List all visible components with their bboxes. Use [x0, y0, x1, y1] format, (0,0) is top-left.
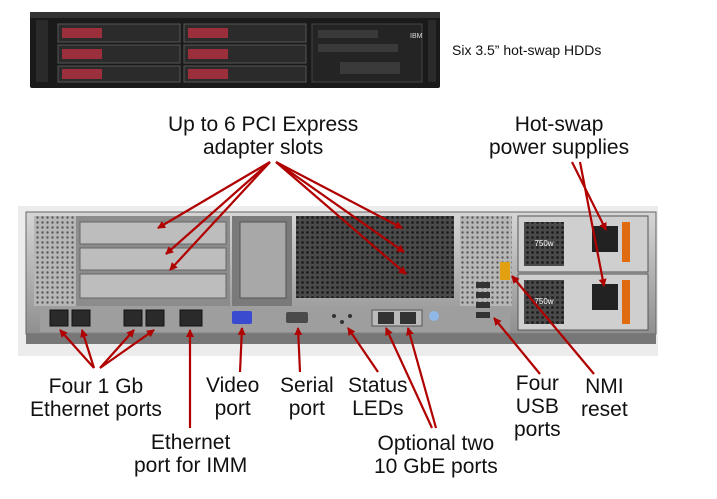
psu-rating-2: 750w: [534, 297, 553, 306]
video-port: [232, 311, 252, 324]
imm-label-line2: port for IMM: [134, 454, 248, 477]
serial-label-line2: port: [288, 397, 325, 420]
pci-slots-label: Up to 6 PCI Express adapter slots: [168, 113, 358, 159]
imm-ethernet-port: [179, 309, 203, 327]
ethernet-1gb-label: Four 1 Gb Ethernet ports: [30, 375, 162, 421]
callout-arrows: [59, 161, 607, 429]
psu-label-line2: power supplies: [489, 136, 630, 159]
server-front-view: IBM: [30, 12, 440, 88]
psu-bay-1: 750w: [517, 215, 649, 273]
10gbe-ports-label: Optional two 10 GbE ports: [374, 432, 498, 478]
imm-port-label: Ethernet port for IMM: [134, 431, 247, 477]
eth-label-line2: Ethernet ports: [30, 398, 162, 421]
usb-ports: [476, 282, 490, 318]
pci-label-line2: adapter slots: [203, 136, 324, 159]
status-leds: [332, 314, 352, 324]
front-caption: Six 3.5” hot-swap HDDs: [452, 42, 602, 58]
serial-port-label: Serial port: [280, 374, 334, 420]
status-leds-label: Status LEDs: [348, 374, 408, 420]
psu-rating-1: 750w: [534, 239, 553, 248]
nmi-reset-label: NMI reset: [581, 375, 628, 421]
psu-label: Hot-swap power supplies: [489, 113, 629, 159]
video-label-line1: Video: [206, 374, 260, 397]
usb-label-line2: USB: [515, 395, 559, 418]
nmi-label-line1: NMI: [585, 375, 624, 398]
video-port-label: Video port: [206, 374, 259, 420]
status-label-line2: LEDs: [352, 397, 404, 420]
serial-label-line1: Serial: [280, 374, 334, 397]
eth-label-line1: Four 1 Gb: [48, 375, 144, 398]
psu-label-line1: Hot-swap: [514, 113, 604, 136]
nmi-label-line2: reset: [581, 398, 628, 421]
usb-ports-label: Four USB ports: [514, 372, 561, 441]
pci-label-line1: Up to 6 PCI Express: [168, 113, 359, 136]
psu-bay-2: 750w: [517, 273, 649, 331]
imm-label-line1: Ethernet: [150, 431, 231, 454]
video-label-line2: port: [214, 397, 251, 420]
usb-label-line1: Four: [515, 372, 559, 395]
status-label-line1: Status: [348, 374, 408, 397]
ethernet-1gb-ports: [49, 309, 165, 327]
tengbe-label-line2: 10 GbE ports: [374, 455, 498, 478]
ibm-logo: IBM: [410, 33, 423, 40]
server-rear-view: 750w 750w: [18, 206, 658, 356]
nmi-button: [500, 262, 510, 280]
serial-port: [286, 312, 308, 323]
tengbe-label-line1: Optional two: [377, 432, 495, 455]
usb-label-line3: ports: [514, 418, 561, 441]
hdd-bays: [57, 23, 307, 83]
